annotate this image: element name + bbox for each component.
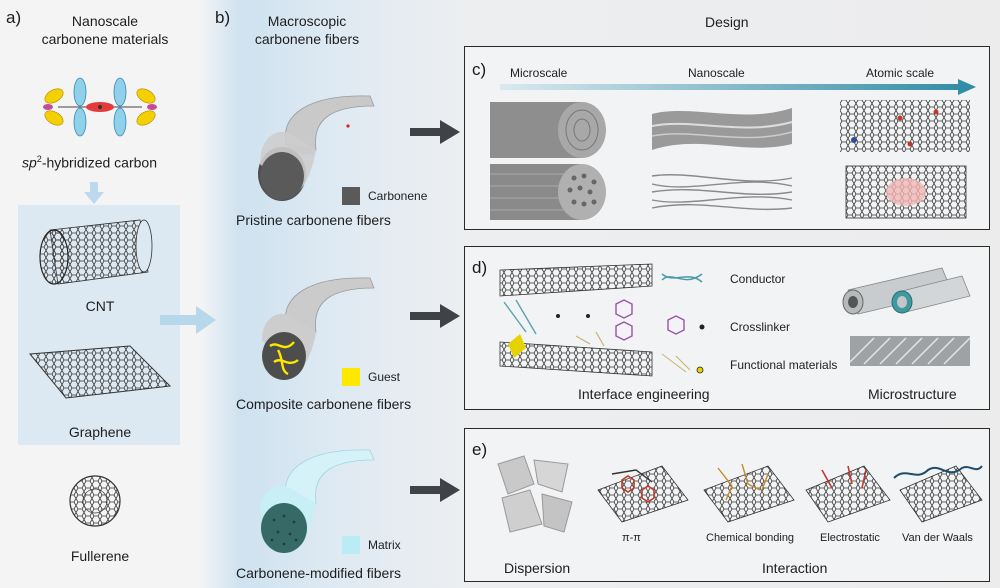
design-title: Design: [705, 14, 749, 30]
arrow-to-e-icon: [410, 478, 460, 502]
guest-legend-label: Guest: [368, 370, 401, 384]
panel-c-letter: c): [472, 60, 487, 79]
graphene-illustration: [29, 345, 172, 399]
panel-a-letter: a): [6, 8, 22, 27]
fullerene-illustration: [69, 475, 121, 527]
atomic-scale-lattice-top: [840, 100, 970, 152]
dispersion-caption: Dispersion: [504, 560, 571, 576]
panel-a-title: Nanoscale carbonene materials: [20, 12, 190, 48]
arrow-to-d-icon: [410, 304, 460, 328]
nanoscale-sheets: [651, 108, 793, 150]
sp2-label: sp2-hybridized carbon: [22, 154, 157, 171]
e-label-electrostatic: Electrostatic: [820, 532, 880, 544]
matrix-swatch: [342, 536, 360, 554]
atomic-scale-lattice-bottom: [845, 165, 967, 219]
interface-engineering-illustration: [499, 263, 653, 377]
arrow-to-c-icon: [410, 120, 460, 144]
down-arrow-icon: [84, 182, 104, 204]
panel-e-letter: e): [472, 440, 488, 459]
e-label-chemical-bonding: Chemical bonding: [706, 532, 795, 544]
panel-d-letter: d): [472, 258, 488, 277]
matrix-legend-label: Matrix: [368, 538, 401, 552]
atomic-scale-label: Atomic scale: [866, 66, 935, 80]
right-arrow-icon: [160, 306, 216, 334]
panel-a-title-line2: carbonene materials: [41, 31, 169, 47]
pristine-fiber-label: Pristine carbonene fibers: [236, 212, 391, 228]
cnt-illustration: [39, 219, 153, 285]
carbonene-legend-label: Carbonene: [368, 189, 428, 203]
scale-arrow-icon: [500, 79, 976, 95]
panel-b-title-line2: carbonene fibers: [254, 31, 360, 47]
sp2-sup: 2: [36, 154, 42, 164]
modified-fiber-illustration: [260, 449, 375, 553]
sp2-prefix: sp: [22, 154, 37, 171]
crosslinker-icon: [667, 315, 705, 335]
coaxial-tubes-illustration: [842, 267, 971, 315]
guest-swatch: [342, 368, 360, 386]
dispersion-illustration: [497, 455, 573, 533]
graphene-label: Graphene: [68, 424, 132, 440]
pi-pi-interaction-illustration: [597, 465, 689, 523]
panel-b-letter: b): [215, 8, 231, 27]
van-der-waals-illustration: [893, 465, 983, 523]
panel-b-title: Macroscopic carbonene fibers: [232, 12, 382, 48]
microscale-fiber-bottom: [490, 164, 606, 220]
microscale-label: Microscale: [510, 66, 568, 80]
e-label-van-der-waals: Van der Waals: [902, 532, 973, 544]
carbonene-swatch: [342, 187, 360, 205]
chemical-bonding-illustration: [703, 463, 795, 523]
nanoscale-bundles: [651, 174, 793, 211]
microstructure-caption: Microstructure: [868, 386, 957, 402]
composite-fiber-illustration: [262, 277, 375, 380]
twisted-yarn-illustration: [849, 336, 971, 366]
interaction-caption: Interaction: [762, 560, 828, 576]
panel-b-title-line1: Macroscopic: [267, 13, 347, 29]
conductor-label: Conductor: [730, 272, 786, 286]
conductor-icon: [661, 273, 703, 283]
crosslinker-label: Crosslinker: [730, 320, 791, 334]
functional-materials-label: Functional materials: [730, 358, 838, 372]
cnt-label: CNT: [85, 298, 115, 314]
interface-engineering-caption: Interface engineering: [578, 386, 710, 402]
pristine-fiber-illustration: [258, 95, 375, 201]
functional-materials-icon: [661, 353, 704, 374]
sp2-suffix: -hybridized carbon: [41, 154, 157, 171]
microscale-fiber-top: [490, 102, 606, 158]
e-label-pi-pi: π-π: [622, 532, 641, 544]
fullerene-label: Fullerene: [70, 548, 130, 564]
panel-a-title-line1: Nanoscale: [71, 13, 139, 29]
nanoscale-label: Nanoscale: [688, 66, 745, 80]
sp2-orbital-diagram: [43, 77, 157, 137]
modified-fiber-label: Carbonene-modified fibers: [236, 565, 401, 581]
electrostatic-illustration: [805, 465, 891, 523]
composite-fiber-label: Composite carbonene fibers: [236, 396, 412, 412]
